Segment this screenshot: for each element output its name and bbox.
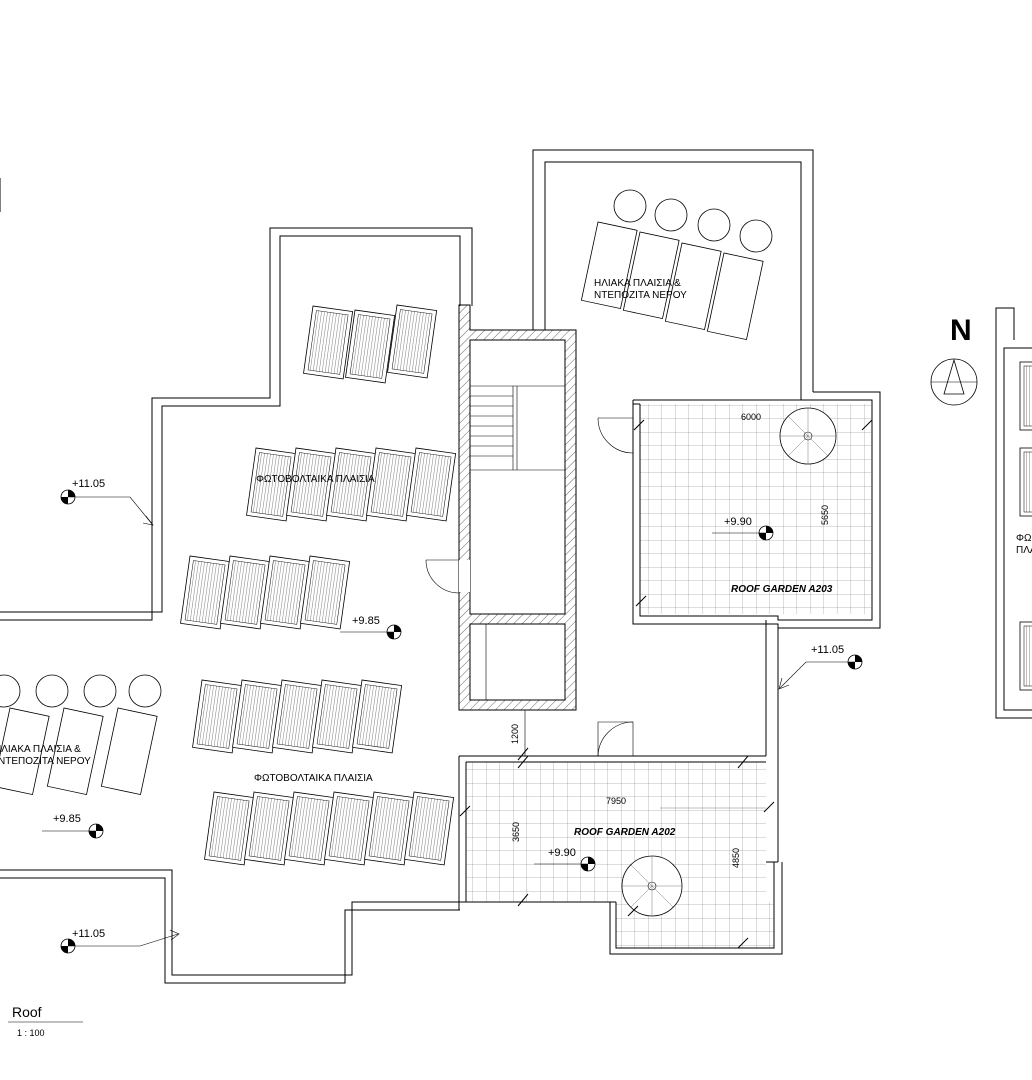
solar-label-a-line2: ΝΤΕΠΟΖΙΤΑ ΝΕΡΟΥ <box>594 290 687 301</box>
level-marker-south: +11.05 <box>60 928 180 954</box>
level-text-roof-lower: +9.85 <box>53 813 81 825</box>
pv-label-upper: ΦΩΤΟΒΟΛΤΑΙΚΑ ΠΛΑΙΣΙΑ <box>256 474 375 485</box>
dimension-labels: 6000 5650 7950 3650 4850 1200 <box>510 412 830 868</box>
garden-label-a202: ROOF GARDEN A202 <box>574 827 676 838</box>
level-marker-east: +11.05 <box>778 644 863 690</box>
level-text-south: +11.05 <box>72 928 105 940</box>
view-title-block: Roof 1 : 100 <box>8 1004 83 1038</box>
upper-right-roof <box>532 149 814 400</box>
level-marker-a203: +9.90 <box>712 516 774 541</box>
main-roof-outline <box>0 178 610 984</box>
solar-label-b-line2: ΝΤΕΠΟΖΙΤΑ ΝΕΡΟΥ <box>0 756 91 767</box>
adjacent-block-right <box>995 307 1032 719</box>
spiral-stair-a202 <box>621 855 683 917</box>
dim-a202-width: 7950 <box>606 796 626 806</box>
annotation-labels: ΗΛΙΑΚΑ ΠΛΑΙΣΙΑ & ΝΤΕΠΟΖΙΤΑ ΝΕΡΟΥ ΦΩΤΟΒΟΛ… <box>0 278 1032 838</box>
staircase-core <box>425 304 577 711</box>
level-marker-roof-lower: +9.85 <box>42 813 104 839</box>
pv-row-5 <box>204 791 455 866</box>
level-marker-a202: +9.90 <box>534 847 596 872</box>
dim-a203-width: 6000 <box>741 412 761 422</box>
solar-water-heaters-group-b <box>0 674 162 795</box>
pv-label-right-line1: ΦΩ <box>1016 533 1032 544</box>
level-text-east: +11.05 <box>811 644 844 656</box>
solar-water-heaters-group-a <box>580 189 773 340</box>
level-text-a203: +9.90 <box>724 516 752 528</box>
view-title: Roof <box>12 1004 42 1020</box>
spiral-stair-a203 <box>779 407 837 465</box>
level-text-a202: +9.90 <box>548 847 576 859</box>
pv-row-1 <box>303 304 438 384</box>
north-arrow: N <box>930 314 978 406</box>
solar-label-a-line1: ΗΛΙΑΚΑ ΠΛΑΙΣΙΑ & <box>594 278 681 289</box>
dim-a202-depth: 3650 <box>511 822 521 842</box>
view-scale: 1 : 100 <box>17 1028 45 1038</box>
pv-label-right-line2: ΠΛΑ <box>1016 545 1032 556</box>
dim-a202-depth-right: 4850 <box>731 848 741 868</box>
north-label: N <box>950 314 972 347</box>
pv-label-lower: ΦΩΤΟΒΟΛΤΑΙΚΑ ΠΛΑΙΣΙΑ <box>254 773 373 784</box>
pv-row-3 <box>180 555 351 630</box>
roof-garden-a202 <box>458 710 783 955</box>
dim-a203-depth: 5650 <box>820 505 830 525</box>
level-text-roof-middle: +9.85 <box>352 615 380 627</box>
level-text-west: +11.05 <box>72 478 105 490</box>
connector-walls <box>597 620 779 863</box>
level-marker-roof-middle: +9.85 <box>340 615 402 640</box>
dim-gap: 1200 <box>510 724 520 744</box>
garden-label-a203: ROOF GARDEN A203 <box>731 584 833 595</box>
solar-label-b-line1: ΗΛΙΑΚΑ ΠΛΑΙΣΙΑ & <box>0 744 81 755</box>
pv-row-4 <box>192 679 403 754</box>
level-marker-west: +11.05 <box>60 478 154 526</box>
